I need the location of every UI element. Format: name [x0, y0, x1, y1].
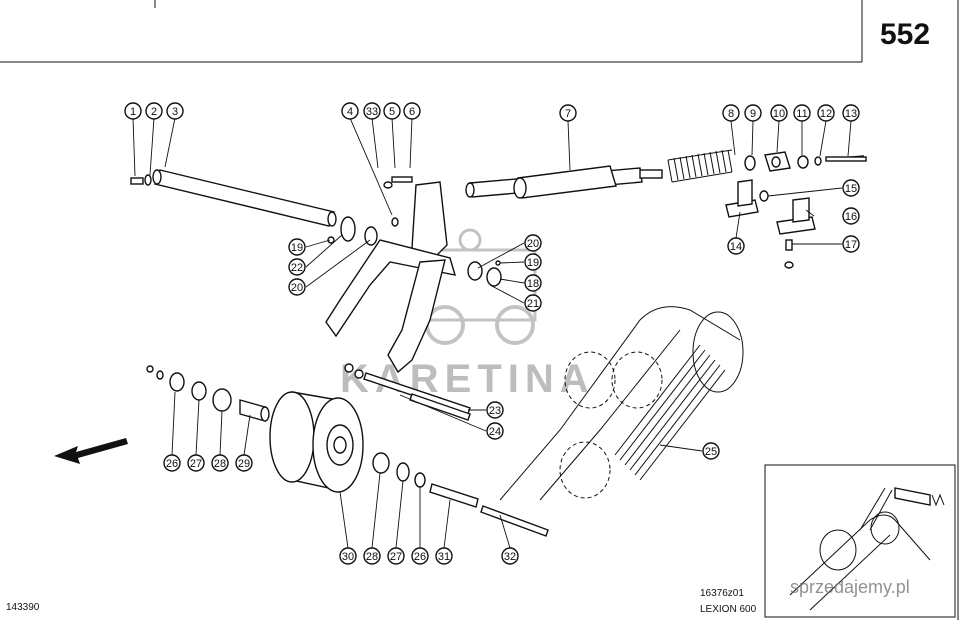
svg-text:2: 2 — [151, 106, 157, 118]
svg-text:19: 19 — [291, 242, 303, 254]
callout-18: 18 — [524, 274, 542, 292]
svg-text:23: 23 — [489, 405, 501, 417]
svg-text:28: 28 — [366, 551, 378, 563]
page-number: 552 — [880, 18, 930, 51]
linkage-frame — [325, 176, 456, 374]
roller — [269, 391, 364, 493]
svg-text:33: 33 — [366, 106, 378, 118]
callout-24: 24 — [486, 422, 504, 440]
callout-27-right: 27 — [387, 547, 405, 565]
left-bearing-parts — [146, 365, 270, 422]
svg-text:7: 7 — [565, 108, 571, 120]
shaft-assembly-left — [130, 169, 378, 246]
svg-text:21: 21 — [527, 298, 539, 310]
callout-17: 17 — [842, 235, 860, 253]
rod-assembly — [465, 165, 663, 199]
brackets — [725, 179, 816, 269]
svg-text:5: 5 — [389, 106, 395, 118]
watermark-site-text: sprzedajemy.pl — [790, 577, 910, 597]
svg-text:15: 15 — [845, 183, 857, 195]
svg-text:4: 4 — [347, 106, 353, 118]
svg-text:32: 32 — [504, 551, 516, 563]
svg-text:10: 10 — [773, 108, 785, 120]
right-bearing-parts — [372, 452, 549, 537]
callout-25: 25 — [702, 442, 720, 460]
svg-text:14: 14 — [730, 241, 742, 253]
callout-13: 13 — [842, 104, 860, 122]
svg-text:20: 20 — [527, 238, 539, 250]
leader-lines — [132, 117, 852, 549]
svg-text:24: 24 — [489, 426, 501, 438]
callout-11: 11 — [793, 104, 811, 122]
callout-32: 32 — [501, 547, 519, 565]
callout-26-left: 26 — [163, 454, 181, 472]
callout-15: 15 — [842, 179, 860, 197]
svg-text:1: 1 — [130, 106, 136, 118]
callout-23: 23 — [486, 401, 504, 419]
sheet-id: 143390 — [6, 602, 40, 613]
svg-text:17: 17 — [845, 239, 857, 251]
svg-text:19: 19 — [527, 257, 539, 269]
svg-text:3: 3 — [172, 106, 178, 118]
callout-33: 33 — [363, 102, 381, 120]
svg-text:28: 28 — [214, 458, 226, 470]
callout-7: 7 — [559, 104, 577, 122]
callout-26-right: 26 — [411, 547, 429, 565]
right-end-parts — [744, 151, 867, 172]
callout-20-left: 20 — [288, 278, 306, 296]
svg-text:27: 27 — [390, 551, 402, 563]
svg-text:9: 9 — [750, 108, 756, 120]
callout-9: 9 — [744, 104, 762, 122]
svg-text:11: 11 — [796, 108, 807, 120]
svg-text:6: 6 — [409, 106, 415, 118]
svg-text:26: 26 — [414, 551, 426, 563]
callout-10: 10 — [770, 104, 788, 122]
callout-6: 6 — [403, 102, 421, 120]
belt-drawing — [499, 306, 744, 501]
callout-22: 22 — [288, 258, 306, 276]
svg-text:30: 30 — [342, 551, 354, 563]
svg-text:26: 26 — [166, 458, 178, 470]
callout-28-right: 28 — [363, 547, 381, 565]
callout-27-left: 27 — [187, 454, 205, 472]
model-name: LEXION 600 — [700, 604, 757, 615]
svg-text:8: 8 — [728, 108, 734, 120]
svg-text:13: 13 — [845, 108, 857, 120]
callout-16: 16 — [842, 207, 860, 225]
svg-text:16: 16 — [845, 211, 857, 223]
callout-3: 3 — [166, 102, 184, 120]
svg-text:18: 18 — [527, 278, 539, 290]
callout-29: 29 — [235, 454, 253, 472]
callout-1: 1 — [124, 102, 142, 120]
svg-text:25: 25 — [705, 446, 717, 458]
svg-text:12: 12 — [820, 108, 832, 120]
callout-20-right: 20 — [524, 234, 542, 252]
bolts-center — [344, 363, 471, 421]
callout-30: 30 — [339, 547, 357, 565]
svg-text:20: 20 — [291, 282, 303, 294]
callout-4: 4 — [341, 102, 359, 120]
svg-text:29: 29 — [238, 458, 250, 470]
drawing-number: 16376z01 — [700, 588, 744, 599]
callout-8: 8 — [722, 104, 740, 122]
inset-box — [764, 464, 956, 618]
callout-31: 31 — [435, 547, 453, 565]
callout-5: 5 — [383, 102, 401, 120]
callout-2: 2 — [145, 102, 163, 120]
callout-19-right: 19 — [524, 253, 542, 271]
svg-text:22: 22 — [291, 262, 303, 274]
callout-14: 14 — [727, 237, 745, 255]
svg-text:31: 31 — [438, 551, 450, 563]
callout-21: 21 — [524, 294, 542, 312]
callout-19-left: 19 — [288, 238, 306, 256]
spring — [667, 149, 733, 183]
direction-arrow-icon — [54, 438, 128, 464]
svg-text:27: 27 — [190, 458, 202, 470]
callout-12: 12 — [817, 104, 835, 122]
callout-28-left: 28 — [211, 454, 229, 472]
